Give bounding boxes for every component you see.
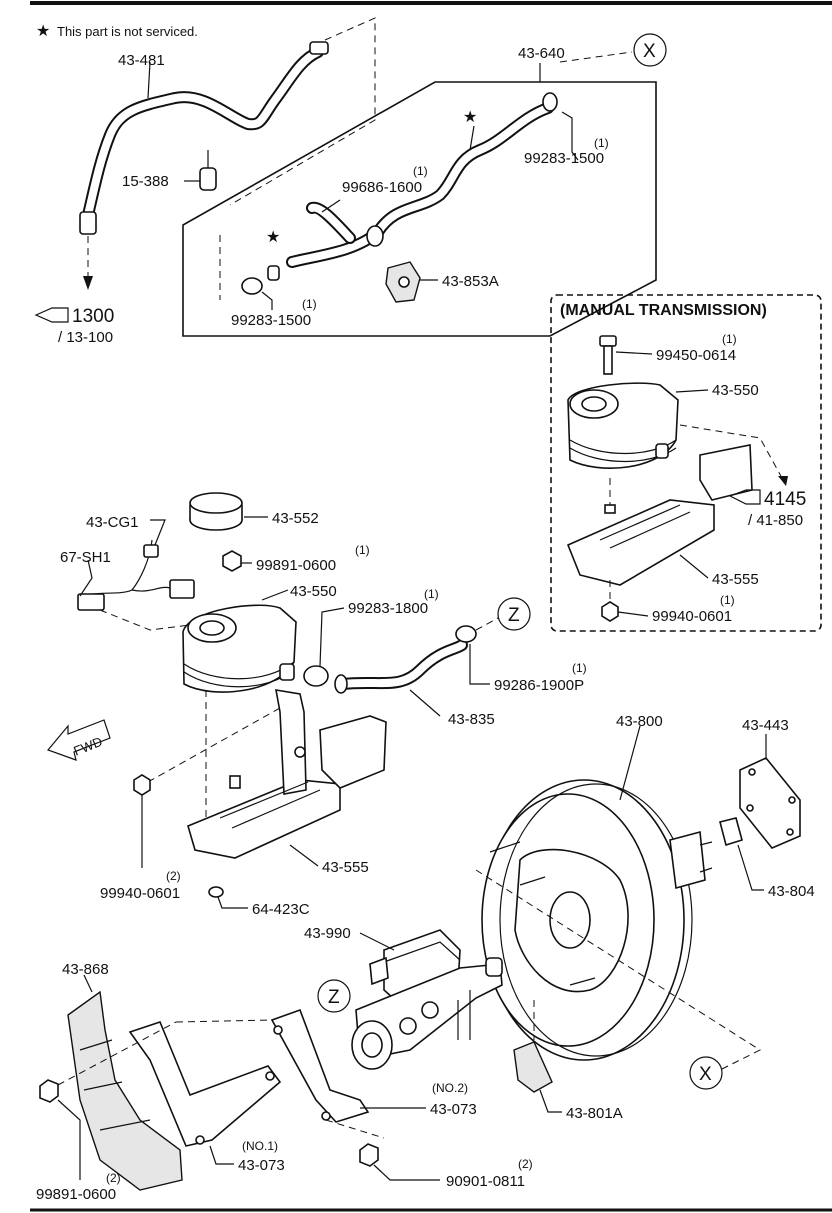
- label-67-sh1: 67-SH1: [60, 549, 111, 566]
- fwd-arrow: FWD: [46, 719, 111, 761]
- marker-z-lower-label: Z: [328, 987, 340, 1008]
- reference-1300-code: 1300: [72, 306, 114, 327]
- manual-transmission-title: (MANUAL TRANSMISSION): [560, 302, 767, 319]
- mt-label-99450-0614: 99450-0614: [656, 347, 736, 364]
- label-43-073-no2: 43-073: [430, 1101, 477, 1118]
- bracket-43-555: [187, 689, 387, 859]
- heat-shield-43-868: [67, 990, 183, 1191]
- label-99283-1500-b: 99283-1500: [231, 312, 311, 329]
- sensor-harness-43-cg1: [77, 539, 195, 631]
- label-99283-1800: 99283-1800: [348, 600, 428, 617]
- reference-4145-sub: / 41-850: [748, 512, 803, 529]
- label-90901-0811: 90901-0811: [446, 1173, 525, 1190]
- bracket-43-073-no2: [270, 1008, 370, 1123]
- hose-43-835: [334, 639, 468, 694]
- cap-43-552: [189, 492, 243, 531]
- tag-43-073-no1: (NO.1): [242, 1139, 278, 1153]
- label-43-443: 43-443: [742, 717, 789, 734]
- mt-label-43-550: 43-550: [712, 382, 759, 399]
- reference-1300-sub: / 13-100: [58, 329, 113, 346]
- hose-assembly-frame: [182, 81, 657, 337]
- note-text: This part is not serviced.: [57, 24, 198, 39]
- qty-99940-0601: (2): [166, 869, 181, 883]
- marker-z-upper-label: Z: [508, 605, 520, 626]
- label-99286-1900p: 99286-1900P: [494, 677, 584, 694]
- label-99283-1500-a: 99283-1500: [524, 150, 604, 167]
- reservoir-43-550: [182, 604, 297, 852]
- clamp-99283-1800: [303, 665, 329, 687]
- label-43-552: 43-552: [272, 510, 319, 527]
- mt-reservoir-43-550: [567, 382, 679, 469]
- qty-99686-1600: (1): [413, 164, 428, 178]
- hose-43-640: [286, 92, 558, 268]
- master-cylinder-43-990: [351, 929, 503, 1070]
- mt-label-99940-0601: 99940-0601: [652, 608, 732, 625]
- qty-99283-1500-b: (1): [302, 297, 317, 311]
- label-43-481: 43-481: [118, 52, 165, 69]
- mt-label-43-555: 43-555: [712, 571, 759, 588]
- qty-99283-1800: (1): [424, 587, 439, 601]
- label-43-835: 43-835: [448, 711, 495, 728]
- mt-bolt-99450-0614: [599, 335, 617, 375]
- bracket-43-853a: [385, 261, 421, 303]
- label-43-804: 43-804: [768, 883, 815, 900]
- label-43-990: 43-990: [304, 925, 351, 942]
- mt-nut-99940-0601: [601, 601, 619, 622]
- nut-99891-0600-b: [39, 1079, 59, 1103]
- star-hose-upper: ★: [463, 109, 477, 126]
- nut-90901-0811: [359, 1143, 379, 1167]
- nut-43-804: [719, 817, 743, 847]
- clip-15-388: [199, 150, 217, 191]
- clamp-99283-1500-lower: [241, 277, 263, 295]
- label-43-800: 43-800: [616, 713, 663, 730]
- label-43-073-no1: 43-073: [238, 1157, 285, 1174]
- washer-64-423c: [208, 886, 224, 898]
- label-43-550: 43-550: [290, 583, 337, 600]
- label-99891-0600-a: 99891-0600: [256, 557, 336, 574]
- bracket-43-073-no1: [128, 1021, 282, 1147]
- mt-qty-99450-0614: (1): [722, 332, 737, 346]
- marker-x-lower-label: X: [699, 1064, 712, 1085]
- qty-99283-1500-a: (1): [594, 136, 609, 150]
- label-43-853a: 43-853A: [442, 273, 499, 290]
- marker-x-lower: [689, 1056, 723, 1090]
- label-64-423c: 64-423C: [252, 901, 310, 918]
- qty-99891-0600-b: (2): [106, 1171, 121, 1185]
- tag-43-073-no2: (NO.2): [432, 1081, 468, 1095]
- label-99891-0600-b: 99891-0600: [36, 1186, 116, 1203]
- reference-4145: 4145 / 41-850: [728, 489, 806, 529]
- star-hose-lower: ★: [266, 229, 280, 246]
- label-43-868: 43-868: [62, 961, 109, 978]
- qty-99891-0600-a: (1): [355, 543, 370, 557]
- qty-99286-1900p: (1): [572, 661, 587, 675]
- hose-43-481: [79, 41, 329, 235]
- marker-x-top-label: X: [643, 41, 656, 62]
- marker-z-upper: [497, 597, 531, 631]
- clamp-99286-1900p: [455, 625, 477, 643]
- mt-bracket-43-555: [566, 444, 753, 586]
- marker-x-top: [633, 33, 667, 67]
- label-99940-0601: 99940-0601: [100, 885, 180, 902]
- reference-4145-code: 4145: [764, 489, 806, 510]
- brake-booster-43-800: [481, 779, 713, 1061]
- label-99686-1600: 99686-1600: [342, 179, 422, 196]
- gasket-43-443: [739, 757, 801, 849]
- label-43-640: 43-640: [518, 45, 565, 62]
- nut-99940-0601: [133, 774, 151, 796]
- label-15-388: 15-388: [122, 173, 169, 190]
- marker-z-lower: [317, 979, 351, 1013]
- note-star: ★: [36, 23, 50, 40]
- nut-99891-0600-a: [222, 550, 242, 572]
- qty-90901-0811: (2): [518, 1157, 533, 1171]
- label-43-cg1: 43-CG1: [86, 514, 139, 531]
- label-43-801a: 43-801A: [566, 1105, 623, 1122]
- mt-qty-99940-0601: (1): [720, 593, 735, 607]
- fwd-label: FWD: [71, 734, 104, 759]
- reference-1300: 1300 / 13-100: [34, 306, 114, 346]
- spacer-43-801a: [513, 1041, 553, 1093]
- label-43-555: 43-555: [322, 859, 369, 876]
